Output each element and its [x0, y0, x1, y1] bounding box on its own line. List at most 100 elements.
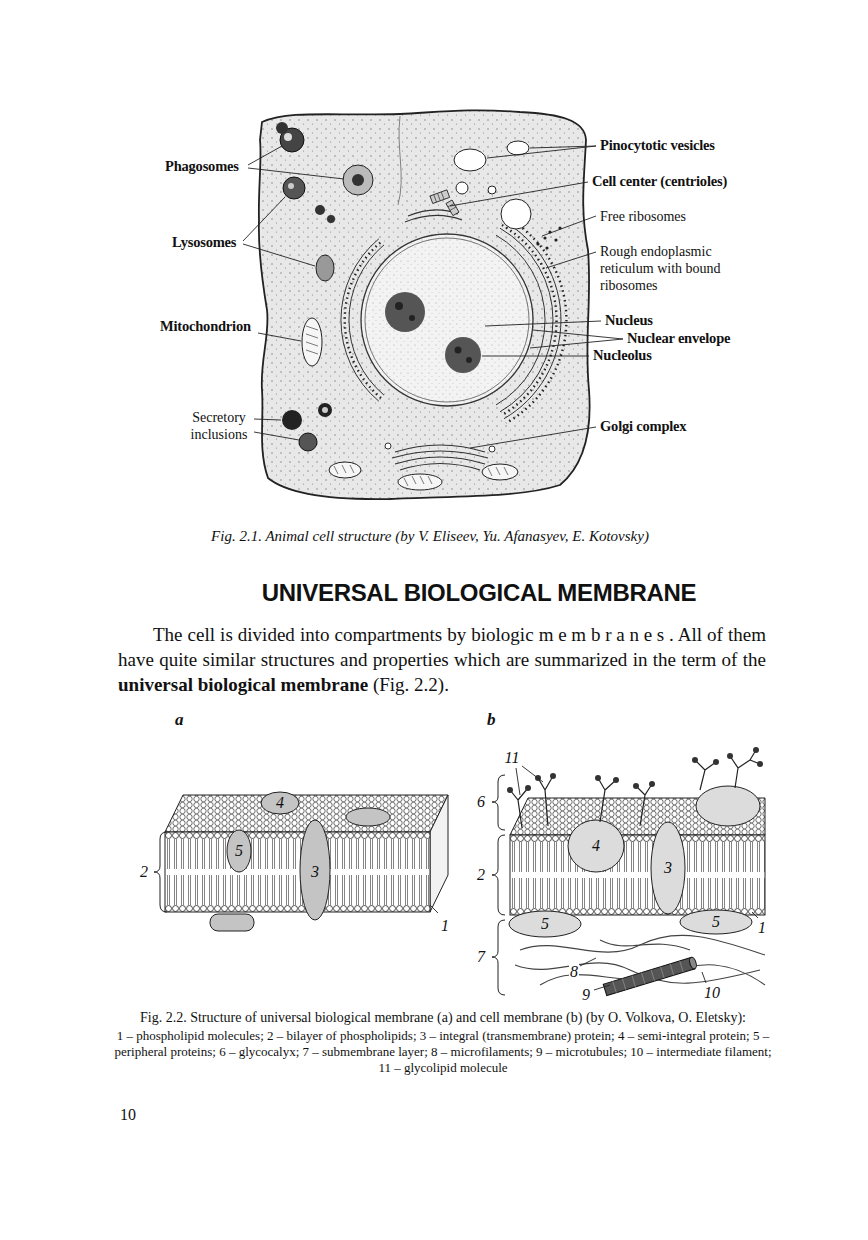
figure-legend-text: 1 – phospholipid molecules; 2 – bilayer … — [109, 1028, 777, 1076]
illustration-part — [489, 446, 495, 452]
illustration-part — [651, 822, 685, 914]
illustration-part — [446, 200, 459, 216]
illustration-part — [510, 750, 760, 828]
callout-number: 3 — [310, 863, 320, 881]
membrane-b — [492, 747, 765, 996]
membrane-a — [154, 792, 448, 931]
illustration-part — [752, 912, 758, 918]
callout-number: 1 — [757, 919, 767, 937]
illustration-part — [316, 255, 334, 281]
cell-part-label: Nucleolus — [593, 347, 652, 364]
illustration-part — [485, 321, 601, 326]
illustration-part — [210, 914, 254, 931]
illustration-part — [730, 750, 760, 788]
paragraph-text: The cell is divided into compartments by… — [153, 624, 534, 645]
callout-number: 1 — [440, 917, 450, 935]
illustration-part — [492, 775, 505, 830]
illustration-part — [349, 245, 384, 395]
illustration-part — [341, 239, 379, 401]
illustration-part — [692, 757, 698, 763]
illustration-part — [315, 205, 325, 215]
illustration-part — [345, 217, 567, 423]
illustration-part — [430, 190, 450, 204]
illustration-part — [536, 242, 539, 245]
illustration-part — [522, 766, 543, 782]
illustration-part — [680, 910, 752, 934]
illustration-part — [322, 407, 328, 413]
illustration-part — [346, 808, 390, 826]
illustration-part — [284, 133, 292, 141]
cell-part-label: Golgi complex — [600, 418, 686, 435]
illustration-part — [510, 835, 765, 915]
illustration-part — [385, 443, 391, 449]
illustration-part — [727, 753, 733, 759]
callout-number: 8 — [569, 963, 579, 981]
illustration-part — [283, 177, 305, 199]
callout-number: 10 — [703, 984, 721, 1002]
illustration-part — [482, 356, 589, 357]
illustration-part — [300, 820, 330, 920]
callout-number: 5 — [540, 915, 550, 933]
callout-number: 7 — [476, 948, 486, 966]
figure-caption-block: Fig. 2.2. Structure of universal biologi… — [109, 1009, 777, 1076]
illustration-part — [568, 820, 624, 872]
illustration-part — [455, 347, 462, 354]
illustration-part — [254, 419, 281, 420]
illustration-part — [543, 236, 546, 239]
illustration-part — [507, 787, 513, 793]
panel-letter: a — [175, 710, 184, 730]
illustration-part — [466, 357, 472, 363]
callout-number: 5 — [711, 913, 721, 931]
illustration-part — [530, 339, 623, 348]
illustration-part — [288, 183, 294, 189]
illustration-part — [430, 190, 450, 204]
callout-number: 4 — [275, 794, 285, 812]
callout-number: 9 — [581, 986, 591, 1004]
callout-number: 6 — [476, 793, 486, 811]
illustration-part — [254, 432, 299, 440]
illustration-part — [546, 252, 596, 268]
illustration-part — [510, 788, 528, 828]
figure-caption: Fig. 2.1. Animal cell structure (by V. E… — [80, 527, 780, 545]
illustration-part — [302, 318, 518, 490]
illustration-part — [696, 786, 760, 826]
illustration-part — [261, 792, 299, 814]
illustration-part — [482, 464, 518, 480]
illustration-part — [603, 957, 694, 995]
illustration-part — [492, 920, 505, 995]
cell-part-label: Nuclear envelope — [627, 330, 730, 347]
illustration-part — [516, 766, 758, 990]
illustration-part — [210, 792, 390, 931]
illustration-part — [550, 773, 556, 779]
illustration-part — [594, 985, 610, 990]
illustration-part — [365, 238, 529, 402]
illustration-part — [334, 465, 354, 474]
illustration-part — [649, 781, 655, 787]
illustration-part — [445, 337, 481, 373]
illustration-part — [520, 935, 765, 955]
illustration-part — [343, 165, 373, 195]
illustration-part — [154, 832, 167, 912]
callout-number: 2 — [139, 863, 149, 881]
illustration-part — [327, 215, 335, 223]
illustration-part — [302, 318, 322, 366]
illustration-part — [395, 302, 403, 310]
cell-part-label: Mitochondrion — [160, 318, 251, 335]
illustration-part — [598, 778, 616, 822]
illustration-part — [318, 403, 332, 417]
callout-number: 5 — [234, 842, 244, 860]
illustration-part — [430, 795, 448, 912]
illustration-part — [502, 225, 557, 415]
illustration-part — [446, 200, 459, 216]
cell-part-label: Rough endoplasmic reticulum with bound r… — [600, 243, 745, 294]
cell-part-label: Lysosomes — [172, 234, 236, 251]
illustration-part — [757, 761, 763, 767]
illustration-part — [341, 221, 561, 418]
cell-part-label: Pinocytotic vesicles — [600, 137, 715, 154]
illustration-part — [282, 410, 302, 430]
illustration-part — [430, 905, 438, 913]
illustration-part — [530, 146, 596, 148]
illustration-part — [404, 476, 432, 486]
paragraph-text: (Fig. 2.2). — [373, 674, 449, 695]
illustration-part — [509, 911, 581, 937]
